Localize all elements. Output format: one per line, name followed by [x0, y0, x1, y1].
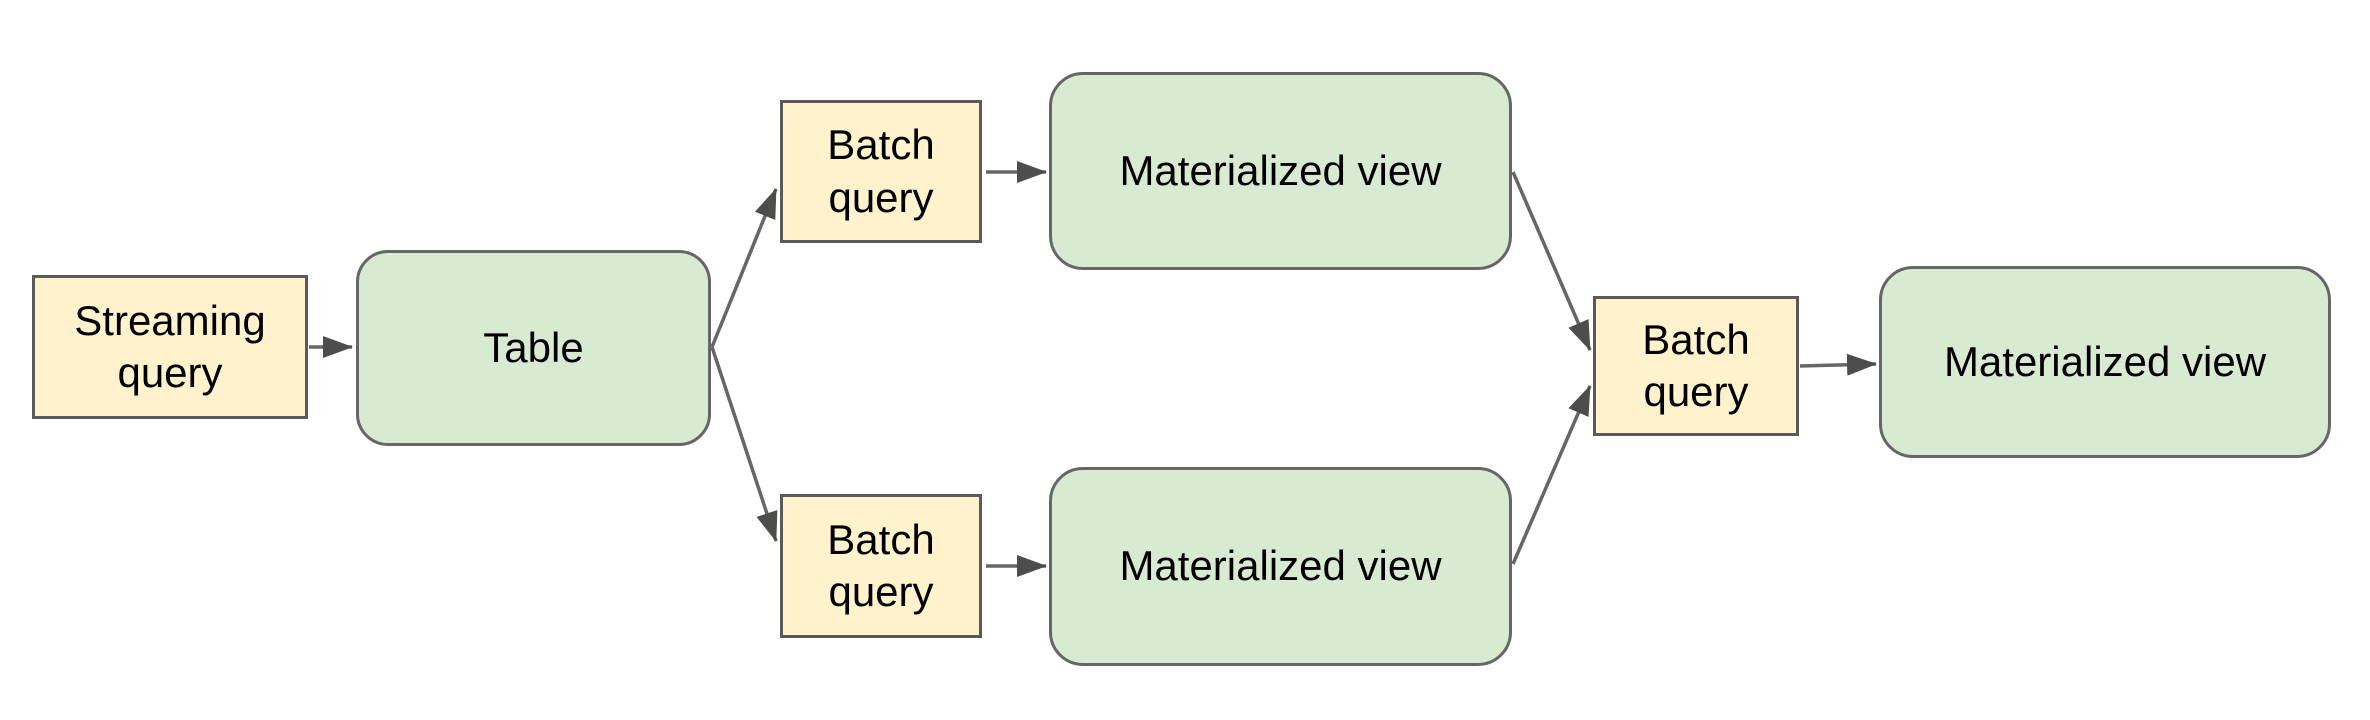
edge-table-to-batch-query-bottom	[710, 346, 778, 542]
node-label: Batch query	[827, 515, 935, 616]
node-label: Materialized view	[1943, 337, 2267, 385]
node-materialized-view-right: Materialized view	[1879, 266, 2331, 458]
node-table: Table	[356, 250, 711, 446]
node-materialized-view-top: Materialized view	[1049, 72, 1512, 270]
edge-mv-top-to-batch-query-right	[1511, 171, 1592, 351]
node-materialized-view-bottom: Materialized view	[1049, 467, 1512, 666]
node-label: Materialized view	[1119, 146, 1442, 194]
node-label: Materialized view	[1119, 542, 1442, 590]
node-batch-query-bottom: Batch query	[780, 494, 982, 638]
node-label: Table	[483, 323, 584, 371]
node-label: Streaming query	[74, 296, 266, 397]
edge-batch-query-right-to-mv-right	[1799, 353, 1877, 376]
edge-mv-bottom-to-batch-query-right	[1511, 385, 1592, 565]
node-label: Batch query	[1642, 315, 1750, 416]
node-streaming-query: Streaming query	[32, 275, 308, 419]
edge-table-to-batch-query-top	[710, 188, 778, 348]
node-batch-query-right: Batch query	[1593, 296, 1799, 436]
node-batch-query-top: Batch query	[780, 100, 982, 243]
node-label: Batch query	[827, 121, 935, 221]
